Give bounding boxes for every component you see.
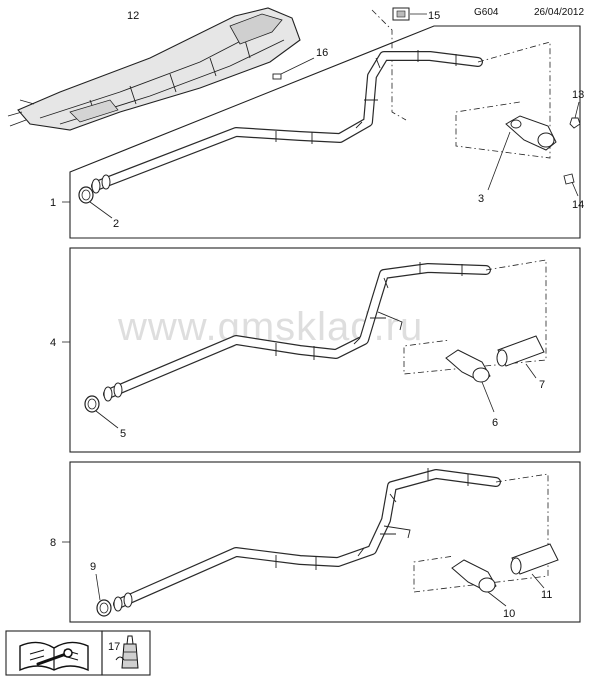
callout-14: 14 [572, 199, 584, 211]
sealant-tube-icon [115, 635, 139, 669]
callout-13: 13 [572, 89, 584, 101]
gasket-5 [84, 395, 119, 429]
callout-8: 8 [50, 537, 56, 549]
heat-shield-clip [272, 57, 315, 80]
callout-7: 7 [539, 379, 545, 391]
gasket-9 [95, 573, 112, 617]
callout-9: 9 [90, 561, 96, 573]
tailpipe-8-dash [413, 473, 549, 593]
bolt-13 [569, 101, 581, 129]
group-4-frame [69, 247, 581, 453]
exhaust-pipe-8 [113, 468, 501, 612]
tailpipe-bracket-6 [445, 349, 495, 413]
nut-14 [563, 173, 579, 197]
callout-17: 17 [108, 641, 120, 653]
exhaust-pipe-1 [91, 50, 483, 194]
callout-1: 1 [50, 197, 56, 209]
callout-12: 12 [127, 10, 139, 22]
diagram-date: 26/04/2012 [534, 7, 584, 18]
callout-16: 16 [316, 47, 328, 59]
callout-3: 3 [478, 193, 484, 205]
group-1-frame [69, 25, 581, 239]
exhaust-hanger [371, 7, 427, 121]
callout-10: 10 [503, 608, 515, 620]
diagram-code: G604 [474, 7, 499, 18]
tailpipe-tip-7 [496, 335, 545, 379]
manual-reference-box [5, 630, 103, 676]
tailpipe-bracket-3 [487, 115, 557, 191]
callout-11: 11 [541, 589, 552, 601]
book-wrench-icon [19, 641, 89, 672]
sealant-box [101, 630, 151, 676]
callout-15: 15 [428, 10, 440, 22]
heat-shield [7, 7, 301, 131]
exhaust-pipe-4 [103, 262, 491, 402]
tailpipe-tip-11 [510, 543, 559, 589]
callout-6: 6 [492, 417, 498, 429]
tailpipe-bracket-10 [451, 559, 507, 607]
group-8-frame [69, 461, 581, 623]
callout-4: 4 [50, 337, 56, 349]
callout-2: 2 [113, 218, 119, 230]
callout-5: 5 [120, 428, 126, 440]
gasket-2 [78, 186, 113, 219]
